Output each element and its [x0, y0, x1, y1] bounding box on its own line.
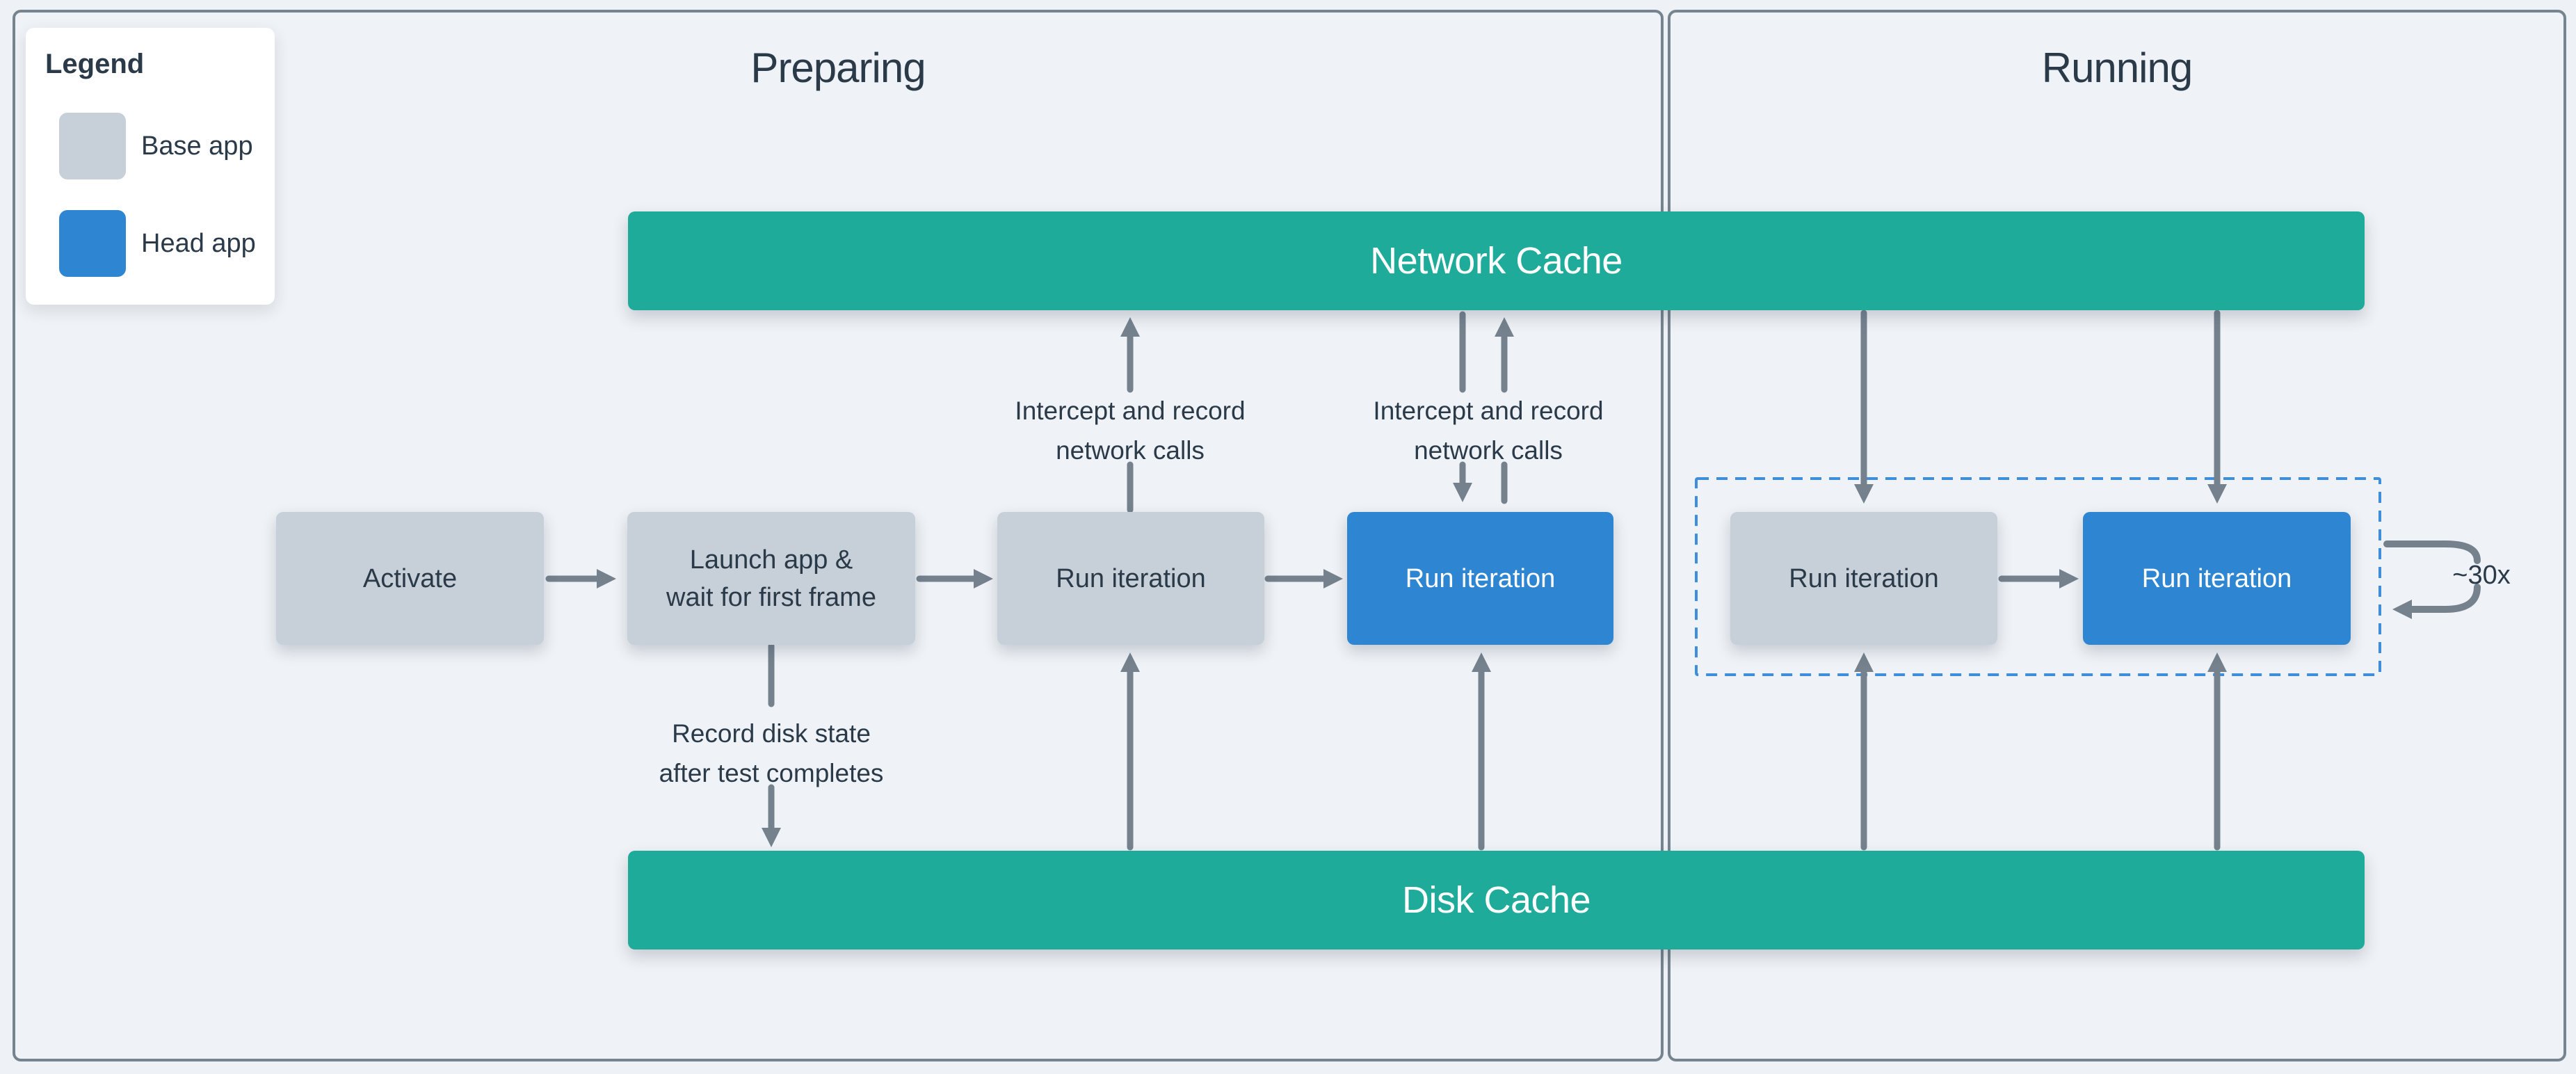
node-run-iteration-label: Run iteration — [1056, 563, 1206, 593]
network-cache-bar: Network Cache — [628, 211, 2365, 310]
disk-cache-bar: Disk Cache — [628, 851, 2365, 949]
legend-swatch-head-app — [59, 210, 126, 277]
node-run-iteration-running-base: Run iteration — [1730, 512, 1997, 645]
node-launch-app: Launch app &wait for first frame — [627, 512, 915, 645]
node-run-iteration-label: Run iteration — [1405, 563, 1556, 593]
node-run-iteration-running-head: Run iteration — [2083, 512, 2351, 645]
section-title-running: Running — [2041, 45, 2193, 91]
legend-label-base-app: Base app — [141, 131, 253, 161]
legend-card: Legend Base app Head app — [26, 28, 275, 305]
legend-label-head-app: Head app — [141, 229, 256, 258]
node-activate-label: Activate — [362, 563, 458, 593]
node-run-iteration-label: Run iteration — [1789, 563, 1939, 593]
disk-cache-label: Disk Cache — [1401, 879, 1591, 921]
legend-swatch-base-app — [59, 113, 126, 179]
legend-title: Legend — [45, 49, 145, 79]
section-title-preparing: Preparing — [750, 45, 926, 91]
node-run-iteration-preparing-base: Run iteration — [997, 512, 1264, 645]
loop-count-label: ~30x — [2452, 561, 2511, 590]
node-run-iteration-label: Run iteration — [2141, 563, 2292, 593]
network-cache-label: Network Cache — [1370, 240, 1623, 282]
node-run-iteration-preparing-head: Run iteration — [1347, 512, 1613, 645]
node-launch-app-label: Launch app &wait for first frame — [666, 545, 876, 612]
node-activate: Activate — [276, 512, 544, 645]
